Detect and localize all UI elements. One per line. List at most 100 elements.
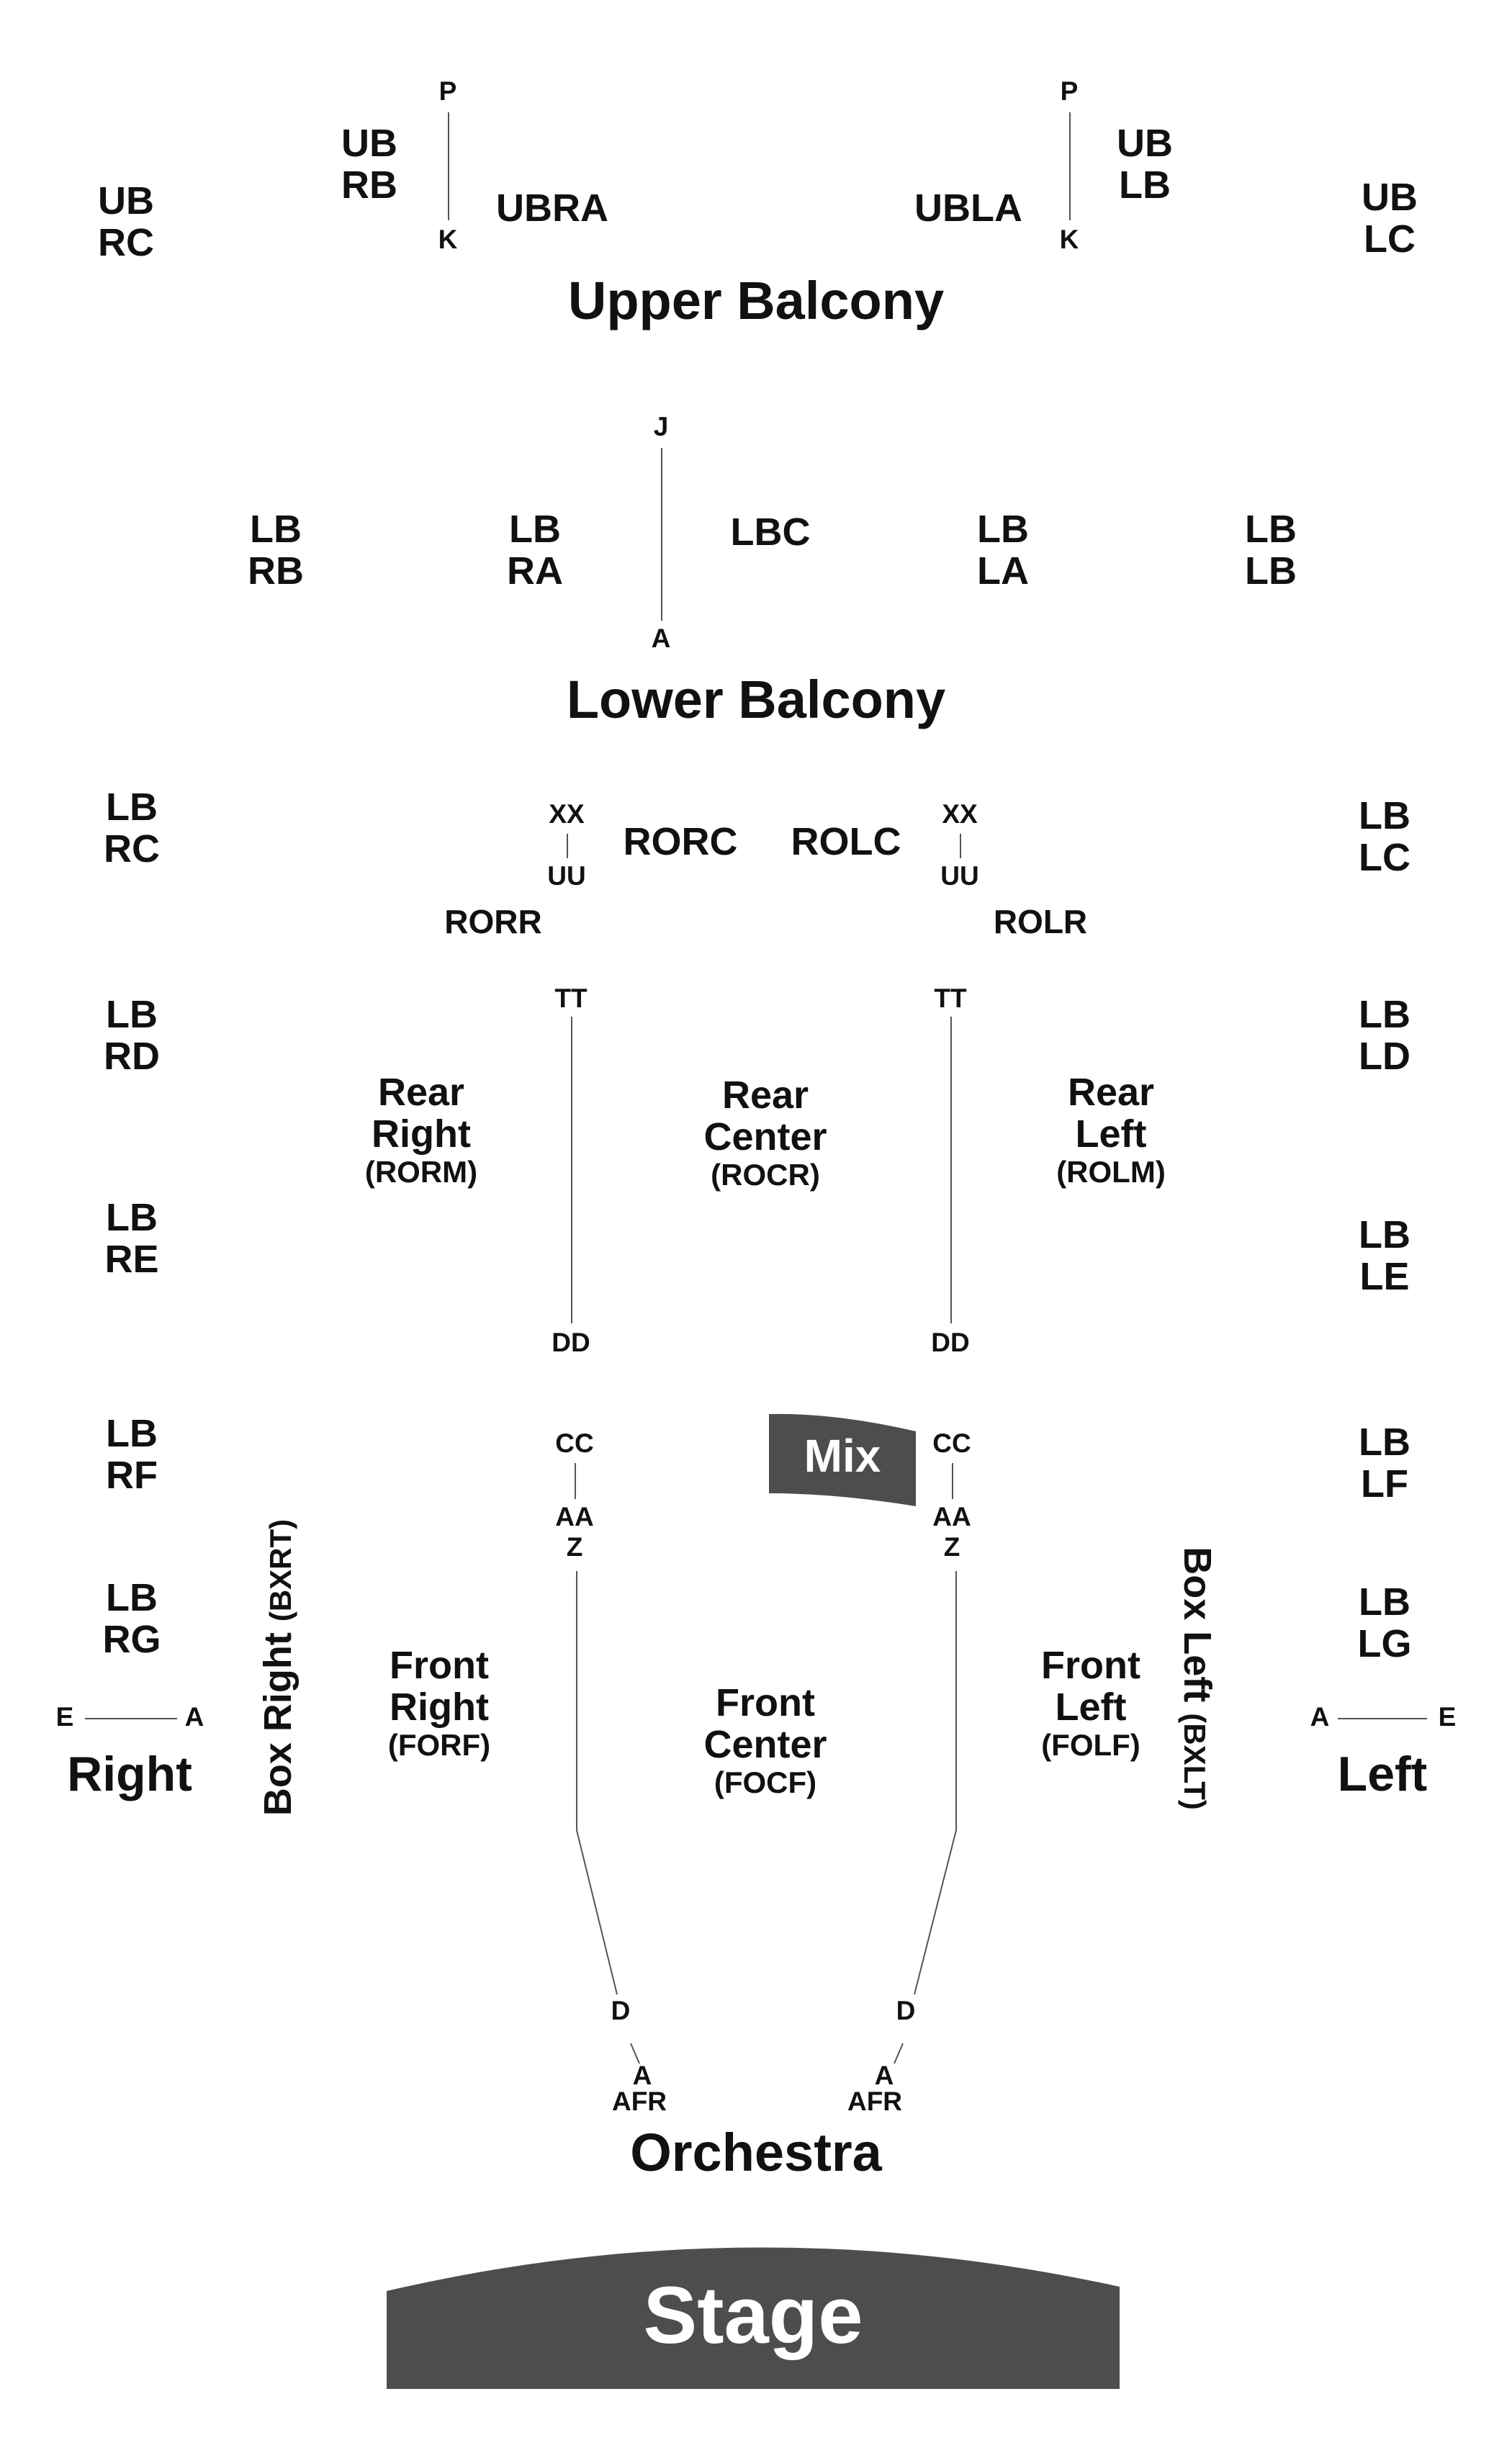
section-lb-re[interactable]: LB RE [85, 1197, 179, 1281]
section-lb-rb-line2: RB [248, 549, 304, 593]
section-lb-lb[interactable]: LB LB [1224, 508, 1318, 593]
section-rorr[interactable]: RORR [444, 903, 542, 940]
section-box-left[interactable]: Box Left (BXLT) [1175, 1547, 1220, 1810]
aisle-line-right-afr [630, 2043, 640, 2064]
section-ub-rb-line2: RB [341, 163, 397, 207]
row-label-aa-right: AA [555, 1502, 594, 1531]
section-lb-rd-line2: RD [104, 1035, 160, 1079]
section-lb-lc[interactable]: LB LC [1338, 795, 1431, 879]
section-ub-lb[interactable]: UB LB [1098, 122, 1192, 207]
section-box-right-code: (BXRT) [264, 1518, 298, 1622]
section-lb-ra-line1: LB [509, 508, 561, 551]
row-label-e-left: E [1438, 1702, 1457, 1732]
row-label-z-left: Z [943, 1532, 960, 1562]
section-ub-rc-line2: RC [98, 221, 154, 265]
section-lb-ld-line1: LB [1359, 993, 1410, 1036]
section-rear-right-line1: Rear [377, 1071, 465, 1114]
row-line-rear-left [950, 1017, 952, 1323]
row-line-ub-left [1069, 112, 1071, 220]
section-lb-ld[interactable]: LB LD [1338, 994, 1431, 1078]
section-ub-rb[interactable]: UB RB [323, 122, 416, 207]
mix-label: Mix [804, 1430, 881, 1482]
row-label-a-left: A [874, 2061, 894, 2090]
aisle-line-left-afr [894, 2043, 904, 2064]
section-lb-rd[interactable]: LB RD [85, 994, 179, 1078]
section-ub-lb-line2: LB [1119, 163, 1171, 207]
row-line-rear-right [571, 1017, 572, 1323]
row-line-left [1338, 1718, 1427, 1719]
row-line-lbc [661, 448, 662, 621]
row-label-cc-right: CC [555, 1428, 594, 1458]
section-lb-la[interactable]: LB LA [956, 508, 1050, 593]
section-rear-left-line1: Rear [1067, 1071, 1155, 1114]
stage-label[interactable]: Stage [643, 2270, 863, 2360]
area-lower-balcony: Lower Balcony [566, 670, 946, 729]
section-lb-rc[interactable]: LB RC [85, 786, 179, 870]
section-ub-rc[interactable]: UB RC [79, 180, 173, 264]
section-rorc[interactable]: RORC [623, 820, 738, 863]
section-rolr[interactable]: ROLR [993, 903, 1088, 940]
row-label-k-right: K [438, 225, 458, 254]
row-label-xx-left: XX [942, 799, 978, 829]
row-label-xx-right: XX [549, 799, 585, 829]
section-box-left-code: (BXLT) [1177, 1713, 1212, 1810]
section-rear-right[interactable]: Rear Right (RORM) [331, 1071, 511, 1188]
section-lb-rf[interactable]: LB RF [85, 1413, 179, 1497]
section-lb-rd-line1: LB [106, 993, 158, 1036]
section-front-right[interactable]: Front Right (FORF) [349, 1644, 529, 1761]
row-label-p-left: P [1060, 76, 1079, 106]
section-front-left-line2: Left [1055, 1686, 1127, 1729]
section-lbc[interactable]: LBC [730, 510, 811, 554]
section-ubla[interactable]: UBLA [914, 186, 1022, 230]
section-rolc[interactable]: ROLC [791, 820, 901, 863]
section-box-right[interactable]: Box Right (BXRT) [256, 1519, 300, 1816]
section-lb-rb[interactable]: LB RB [229, 508, 323, 593]
row-label-e-right: E [55, 1702, 74, 1732]
section-lb-lc-line1: LB [1359, 794, 1410, 837]
row-label-k-left: K [1059, 225, 1079, 254]
section-rear-center-line2: Center [703, 1115, 827, 1159]
section-rear-center-line1: Rear [721, 1074, 809, 1117]
section-lb-rb-line1: LB [250, 508, 302, 551]
section-front-left-code: (FOLF) [1041, 1727, 1140, 1762]
section-rear-right-code: (RORM) [364, 1154, 478, 1189]
section-rear-center-code: (ROCR) [711, 1157, 820, 1192]
section-rear-left[interactable]: Rear Left (ROLM) [1021, 1071, 1201, 1188]
section-lb-lf[interactable]: LB LF [1338, 1421, 1431, 1506]
section-front-right-line2: Right [390, 1686, 489, 1729]
section-lb-rg[interactable]: LB RG [85, 1577, 179, 1661]
section-lb-le[interactable]: LB LE [1338, 1214, 1431, 1298]
section-lb-lb-line1: LB [1245, 508, 1297, 551]
mix-booth-shape [769, 1413, 916, 1506]
section-lb-lf-line2: LF [1361, 1462, 1408, 1506]
section-lb-rf-line2: RF [106, 1454, 158, 1498]
section-rear-right-line2: Right [372, 1112, 471, 1156]
section-front-center-line2: Center [703, 1723, 827, 1767]
section-ub-rc-line1: UB [98, 179, 154, 222]
section-lb-lg-line2: LG [1357, 1622, 1412, 1666]
row-label-uu-right: UU [547, 861, 586, 891]
section-lb-la-line1: LB [977, 508, 1029, 551]
row-label-d-left: D [896, 1996, 916, 2025]
section-front-center[interactable]: Front Center (FOCF) [675, 1682, 855, 1799]
row-label-tt-right: TT [554, 984, 588, 1013]
section-ub-lc[interactable]: UB LC [1343, 176, 1436, 261]
section-ubra[interactable]: UBRA [496, 186, 608, 230]
stage-shape[interactable] [387, 2247, 1120, 2389]
row-label-a-right-side: A [184, 1702, 204, 1732]
section-lb-lg[interactable]: LB LG [1338, 1581, 1431, 1665]
row-line-cc-aa-left [952, 1463, 953, 1499]
section-lb-la-line2: LA [977, 549, 1029, 593]
row-label-tt-left: TT [934, 984, 967, 1013]
section-front-center-code: (FOCF) [714, 1765, 817, 1799]
area-left[interactable]: Left [1337, 1747, 1428, 1801]
section-lb-re-line1: LB [106, 1196, 158, 1239]
row-label-a-lbc: A [651, 624, 671, 653]
row-line-cc-aa-right [575, 1463, 576, 1499]
section-rear-center[interactable]: Rear Center (ROCR) [675, 1074, 855, 1191]
area-orchestra: Orchestra [630, 2123, 882, 2182]
area-right[interactable]: Right [67, 1747, 192, 1801]
section-front-left[interactable]: Front Left (FOLF) [1001, 1644, 1181, 1761]
row-label-z-right: Z [566, 1532, 583, 1562]
section-lb-ra[interactable]: LB RA [488, 508, 582, 593]
